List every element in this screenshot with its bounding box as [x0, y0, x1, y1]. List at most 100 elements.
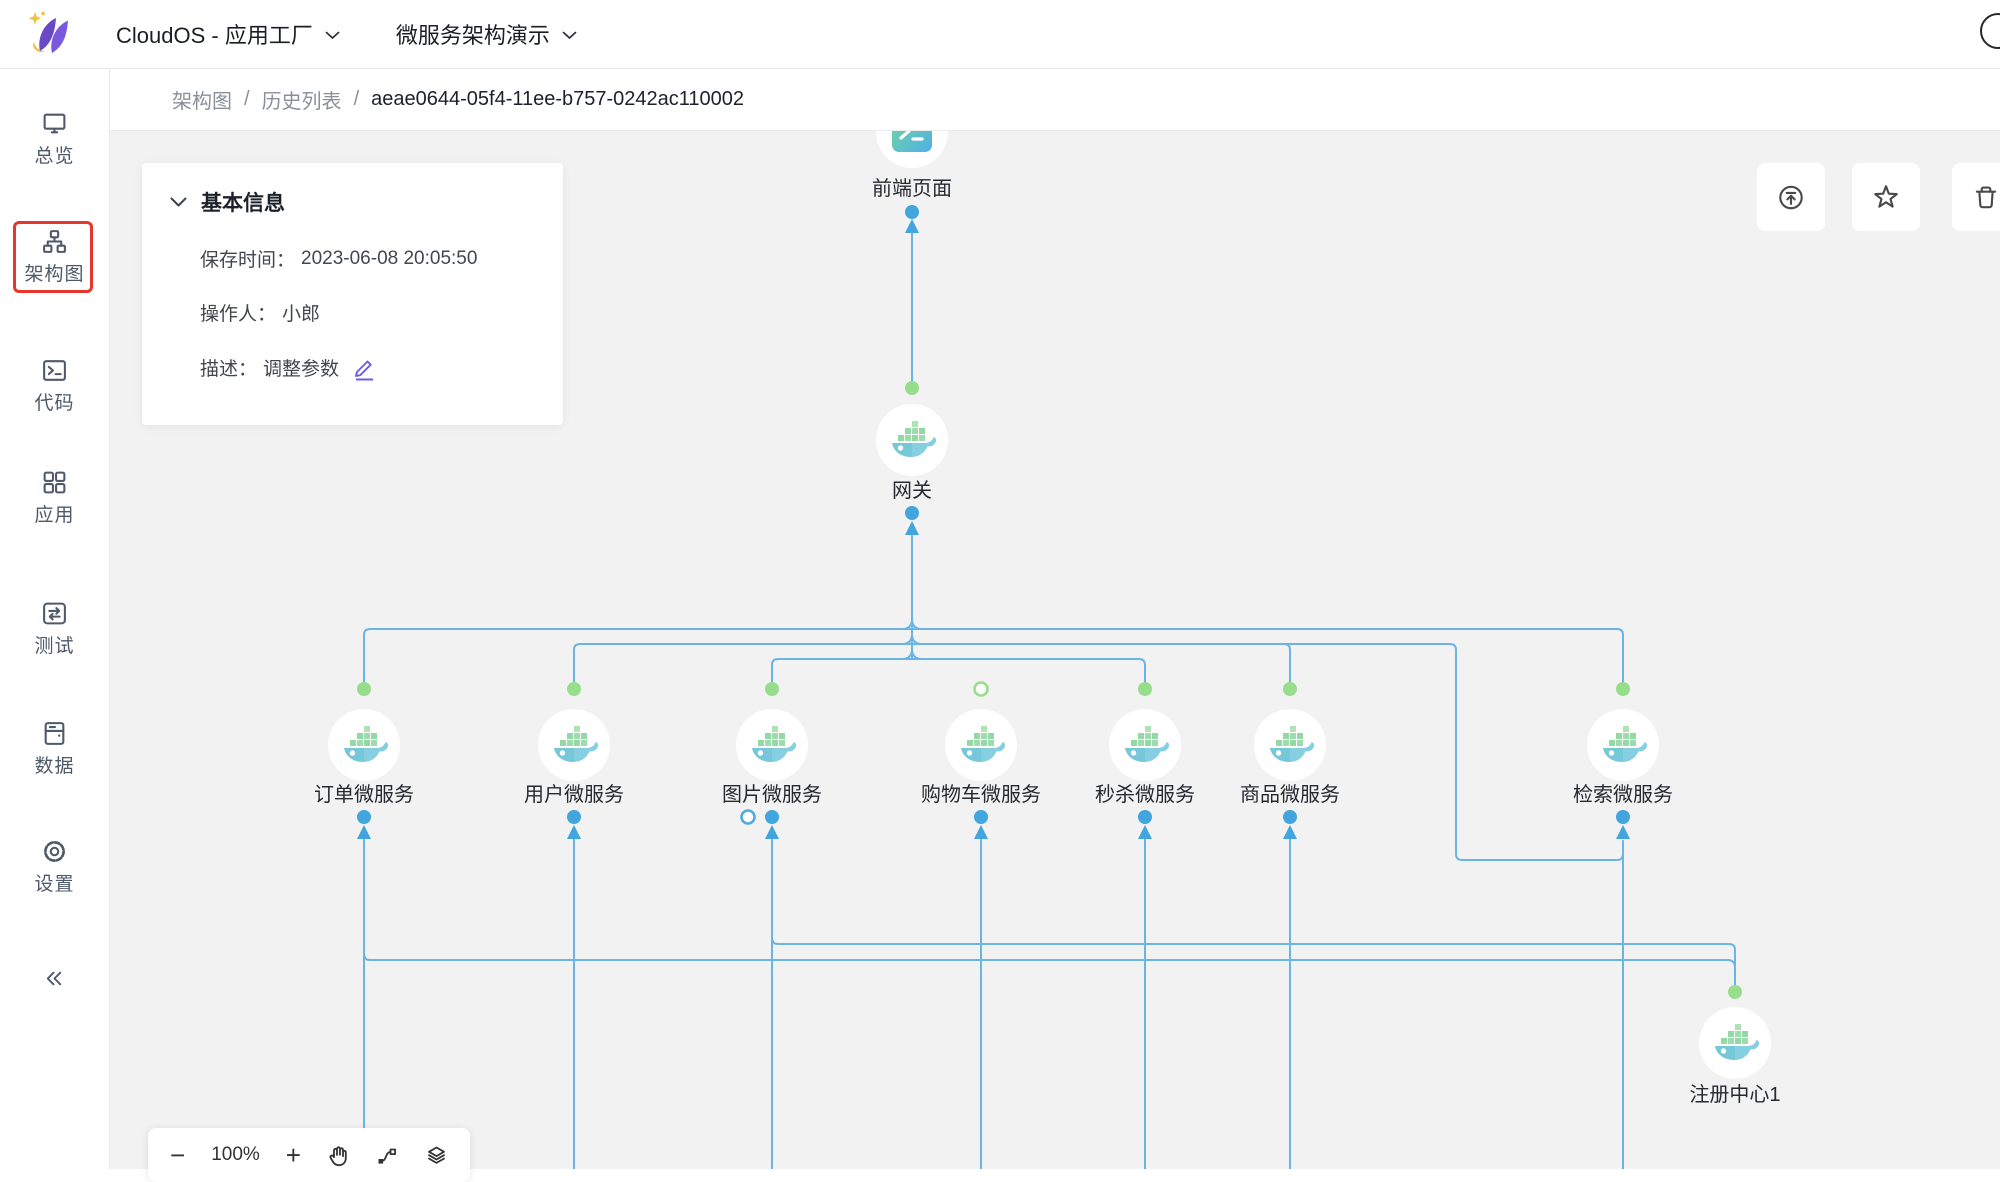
trash-icon: [1975, 186, 1997, 209]
help-icon[interactable]: [1980, 13, 2000, 49]
breadcrumb: 架构图 / 历史列表 / aeae0644-05f4-11ee-b757-024…: [110, 69, 2000, 131]
zoom-in-button[interactable]: +: [285, 1140, 301, 1170]
sidebar-item-label: 代码: [34, 393, 75, 414]
star-icon: [1874, 185, 1898, 208]
app-title: CloudOS - 应用工厂: [116, 23, 313, 48]
node-gateway[interactable]: 网关: [876, 381, 948, 520]
swap-icon: [43, 602, 66, 625]
node-label: 订单微服务: [314, 783, 414, 806]
sidebar-item-code[interactable]: 代码: [0, 357, 109, 415]
node-user[interactable]: 用户微服务: [524, 682, 624, 824]
port-target[interactable]: [1616, 810, 1630, 824]
node-product[interactable]: 商品微服务: [1240, 682, 1340, 824]
database-icon: [44, 722, 65, 745]
project-switcher[interactable]: 微服务架构演示: [396, 18, 577, 50]
port-target[interactable]: [357, 810, 371, 824]
project-title: 微服务架构演示: [395, 23, 550, 48]
sidebar-item-architecture[interactable]: 架构图: [0, 228, 109, 286]
zoom-out-button[interactable]: −: [170, 1140, 186, 1170]
sidebar-item-data[interactable]: 数据: [0, 720, 109, 778]
port-target[interactable]: [974, 810, 988, 824]
node-seckill[interactable]: 秒杀微服务: [1095, 682, 1195, 824]
arrowheads: [357, 219, 1630, 839]
port-source[interactable]: [1138, 682, 1152, 696]
port-source[interactable]: [1616, 682, 1630, 696]
node-registry[interactable]: 注册中心1: [1689, 985, 1781, 1106]
edge[interactable]: [363, 953, 1736, 968]
edge[interactable]: [771, 937, 1736, 986]
delete-button[interactable]: [1952, 163, 2000, 231]
panel-title: 基本信息: [201, 192, 285, 215]
edge[interactable]: [573, 643, 1624, 861]
sidebar-item-label: 设置: [34, 874, 75, 895]
node-search[interactable]: 检索微服务: [1573, 682, 1673, 824]
pan-hand-icon[interactable]: [327, 1144, 350, 1167]
edge-group: [363, 232, 1736, 1169]
info-value: 调整参数: [263, 359, 340, 380]
node-label: 秒杀微服务: [1095, 783, 1195, 806]
port-target[interactable]: [1283, 810, 1297, 824]
port-source[interactable]: [357, 682, 371, 696]
port-source-unconnected[interactable]: [973, 681, 989, 697]
sidebar-item-apps[interactable]: 应用: [0, 469, 109, 527]
chevron-down-icon[interactable]: [170, 197, 187, 208]
port-target[interactable]: [905, 506, 919, 520]
port-target[interactable]: [905, 205, 919, 219]
breadcrumb-item[interactable]: 架构图: [172, 91, 232, 113]
port-source[interactable]: [905, 381, 919, 395]
breadcrumb-separator: /: [244, 88, 250, 110]
sidebar: 总览 架构图 代码 应用 测试 数据: [0, 69, 110, 1169]
layers-icon[interactable]: [425, 1144, 448, 1167]
port-source[interactable]: [567, 682, 581, 696]
edge[interactable]: [771, 658, 1146, 683]
breadcrumb-item[interactable]: 历史列表: [261, 91, 342, 113]
node-label: 前端页面: [872, 177, 952, 200]
port-source[interactable]: [1283, 682, 1297, 696]
edit-pencil-icon[interactable]: [353, 355, 377, 381]
sidebar-item-test[interactable]: 测试: [0, 600, 109, 658]
info-label: 保存时间：: [200, 250, 296, 271]
info-value: 2023-06-08 20:05:50: [301, 247, 478, 269]
port-source[interactable]: [1728, 985, 1742, 999]
port-target[interactable]: [567, 810, 581, 824]
publish-button[interactable]: [1757, 163, 1825, 231]
zoom-level: 100%: [211, 1144, 260, 1165]
terminal-icon: [43, 360, 66, 381]
breadcrumb-current: aeae0644-05f4-11ee-b757-0242ac110002: [371, 88, 745, 110]
edge[interactable]: [363, 628, 1624, 683]
workspace-switcher[interactable]: CloudOS - 应用工厂: [116, 18, 340, 50]
info-row-save-time: 保存时间： 2023-06-08 20:05:50: [200, 245, 477, 272]
node-label: 图片微服务: [722, 783, 822, 806]
monitor-icon: [43, 113, 66, 134]
sidebar-item-label: 测试: [34, 636, 75, 657]
node-label: 购物车微服务: [921, 783, 1041, 806]
sidebar-collapse-button[interactable]: [0, 965, 109, 992]
sidebar-item-label: 总览: [34, 146, 75, 167]
port-target[interactable]: [1138, 810, 1152, 824]
gear-icon: [44, 841, 65, 862]
port-target-unconnected[interactable]: [740, 809, 756, 825]
sidebar-item-label: 数据: [34, 756, 75, 777]
node-image[interactable]: 图片微服务: [722, 682, 822, 825]
info-value: 小郎: [282, 304, 321, 325]
chevron-down-icon: [325, 31, 340, 39]
sidebar-item-overview[interactable]: 总览: [0, 110, 109, 168]
info-label: 操作人：: [200, 304, 277, 325]
node-order[interactable]: 订单微服务: [314, 682, 414, 824]
chevron-down-icon: [562, 31, 577, 39]
port-source[interactable]: [765, 682, 779, 696]
sidebar-item-label: 架构图: [24, 264, 85, 285]
info-label: 描述：: [200, 359, 258, 380]
port-target[interactable]: [765, 810, 779, 824]
cloudos-logo: [28, 11, 68, 53]
node-label: 用户微服务: [524, 783, 624, 806]
node-cart[interactable]: 购物车微服务: [921, 681, 1041, 825]
node-label: 检索微服务: [1573, 783, 1673, 806]
node-label: 注册中心1: [1689, 1083, 1780, 1106]
grid-icon: [43, 471, 66, 494]
sidebar-item-settings[interactable]: 设置: [0, 838, 109, 896]
favorite-button[interactable]: [1852, 163, 1920, 231]
connector-curve-icon[interactable]: [376, 1144, 399, 1167]
edge[interactable]: [1283, 643, 1291, 683]
